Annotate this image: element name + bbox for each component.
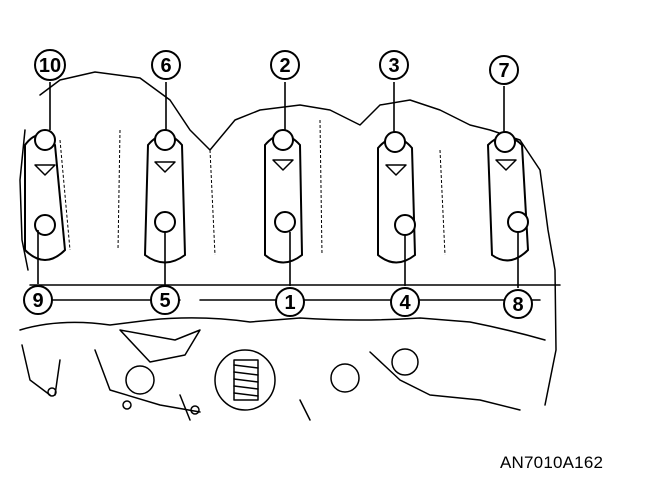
sequence-number-label: 2 (279, 55, 290, 77)
bearing-cap-1 (24, 129, 67, 261)
oil-pump-gear (233, 359, 259, 401)
bearing-cap-3 (264, 129, 304, 264)
sequence-number-label: 10 (39, 55, 61, 77)
sequence-number-label: 6 (160, 55, 171, 77)
sequence-number-9: 9 (23, 285, 53, 315)
sequence-number-3: 3 (379, 50, 409, 80)
figure-code: AN7010A162 (500, 453, 604, 472)
sequence-number-8: 8 (503, 289, 533, 319)
bearing-cap-2 (143, 129, 187, 264)
sequence-number-label: 5 (159, 290, 170, 312)
sequence-number-7: 7 (489, 55, 519, 85)
sequence-number-label: 7 (498, 60, 509, 82)
sequence-number-5: 5 (150, 285, 180, 315)
leader-lines (37, 82, 519, 288)
sequence-number-4: 4 (390, 287, 420, 317)
sequence-number-1: 1 (275, 287, 305, 317)
sequence-number-label: 4 (399, 292, 411, 314)
sequence-number-6: 6 (151, 50, 181, 80)
sequence-number-label: 1 (284, 292, 295, 314)
bearing-cap-4 (377, 131, 417, 264)
engine-block-outline (19, 71, 561, 421)
sequence-number-10: 10 (34, 49, 66, 81)
bearing-cap-5 (486, 131, 530, 262)
sequence-number-label: 8 (512, 294, 523, 316)
sequence-number-label: 9 (32, 290, 43, 312)
sequence-number-2: 2 (270, 50, 300, 80)
sequence-number-label: 3 (388, 55, 399, 77)
